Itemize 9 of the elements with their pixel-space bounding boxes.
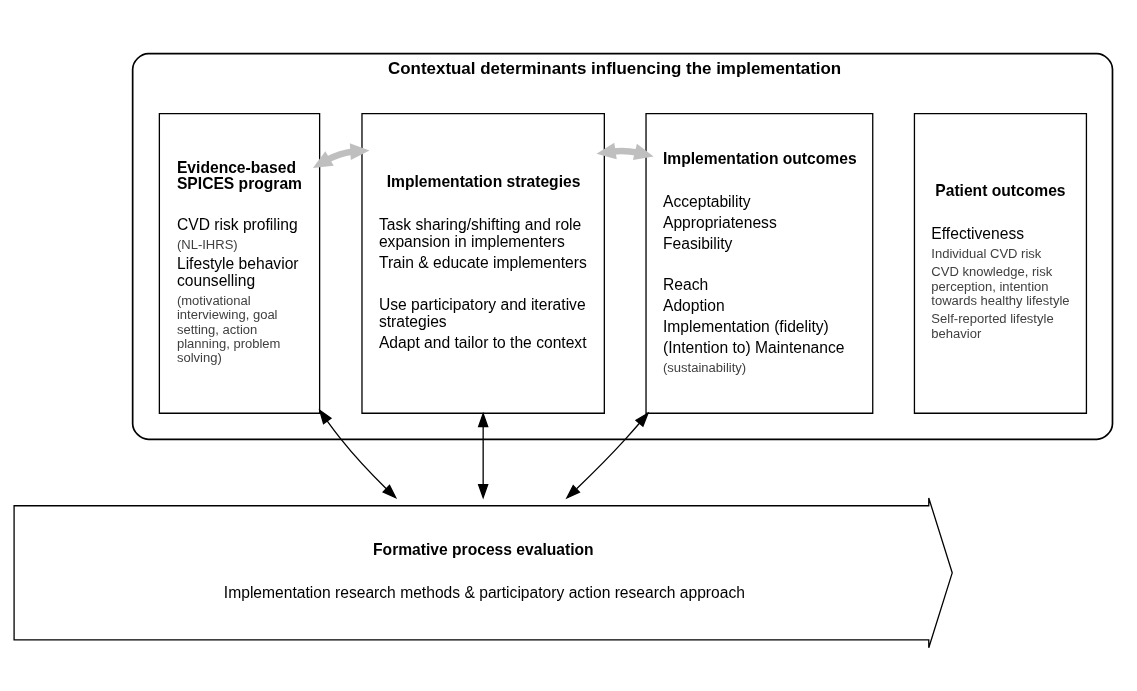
arrow — [312, 143, 370, 169]
arrow — [565, 411, 650, 500]
arrow — [477, 411, 489, 500]
node-box: Implementation outcomes Acceptability Appropriateness Feasibility Reach Adoption Implementation (fidelity) (Intention to) Maintenance (sustainability) — [645, 112, 874, 414]
node-box: Implementation strategies Task sharing/shifting and role expansion in implementers Train & educate implementers Use participatory and iterative strategies Adapt and tailor to the context — [361, 112, 605, 414]
arrow — [318, 408, 398, 500]
node-box: Patient outcomes Effectiveness Individual CVD risk CVD knowledge, risk perception, intention towards healthy lifestyle Self-reported lifestyle behavior — [913, 112, 1088, 414]
arrow — [596, 142, 654, 161]
node-box: Evidence-based SPICES program CVD risk profiling (NL-IHRS) Lifestyle behavior counselling (motivational interviewing, goal setting, action planning, problem solving) — [158, 112, 321, 414]
